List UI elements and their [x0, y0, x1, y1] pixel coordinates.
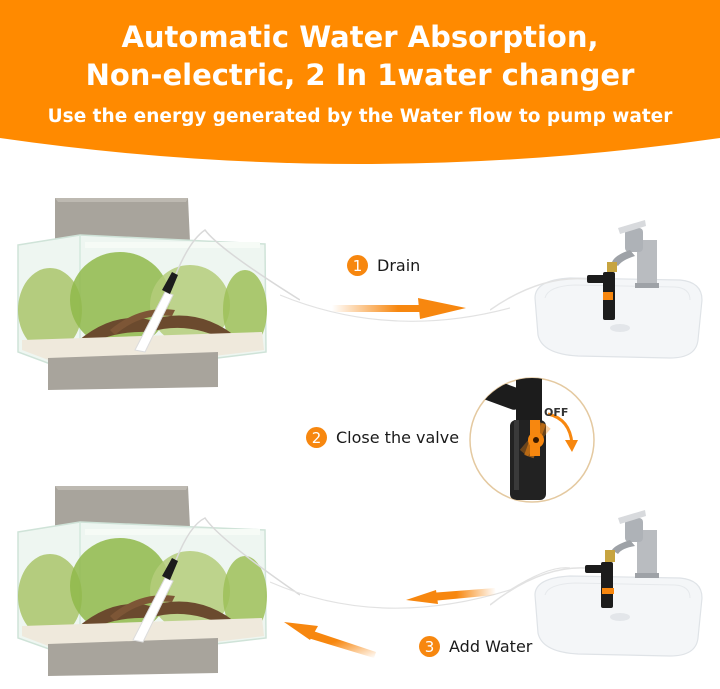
- title-line-2: Non-electric, 2 In 1water changer: [85, 58, 635, 92]
- step-1-label: Drain: [377, 256, 421, 275]
- step-2-label: Close the valve: [336, 428, 460, 447]
- aquarium-image-drain: [17, 198, 300, 390]
- step-3-add-water: 3 Add Water: [419, 636, 532, 657]
- title-line-1: Automatic Water Absorption,: [121, 20, 599, 54]
- step-3-label: Add Water: [449, 637, 533, 656]
- sink-image-drain: [490, 220, 703, 359]
- valve-closeup-image: [469, 377, 595, 503]
- step-1-drain: 1 Drain: [347, 255, 420, 276]
- drain-flow-arrow: [280, 294, 510, 322]
- header-band: [0, 0, 720, 164]
- numbered-circle-icon: 1: [347, 255, 368, 276]
- aquarium-image-add-water: [17, 486, 300, 676]
- numbered-circle-icon: 3: [419, 636, 440, 657]
- step-2-close-valve: 2 Close the valve: [306, 427, 459, 448]
- sink-image-add-water: [490, 510, 703, 657]
- valve-off-label: OFF: [544, 406, 569, 419]
- numbered-circle-icon: 2: [306, 427, 327, 448]
- subtitle: Use the energy generated by the Water fl…: [47, 106, 673, 127]
- add-water-flow-arrows: [270, 567, 570, 658]
